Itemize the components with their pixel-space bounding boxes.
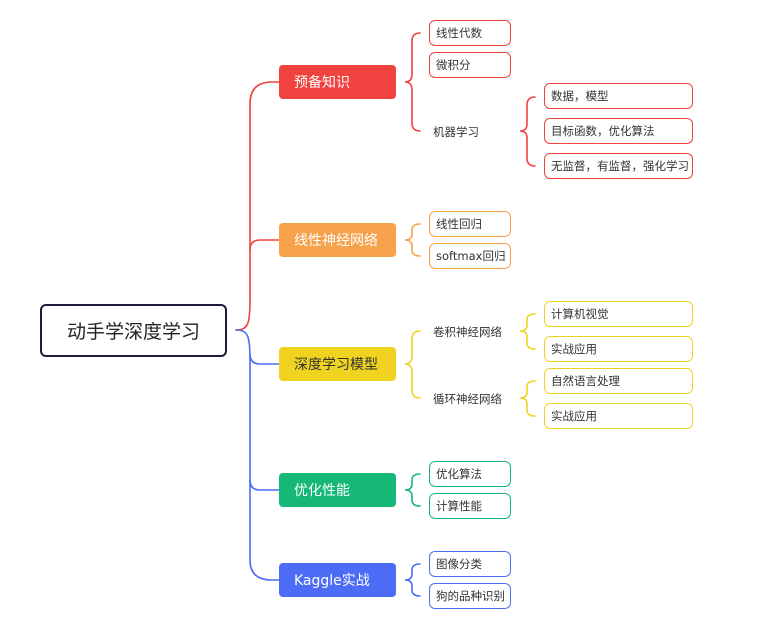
- connector-root-branch-4: [249, 353, 280, 365]
- leaf-nlp[interactable]: 自然语言处理: [544, 368, 693, 394]
- leaf-learning-types[interactable]: 无监督，有监督，强化学习: [544, 153, 693, 179]
- leaf-optimization-algorithms[interactable]: 优化算法: [429, 461, 511, 487]
- leaf-cnn-practice[interactable]: 实战应用: [544, 336, 693, 362]
- leaf-calculus[interactable]: 微积分: [429, 52, 511, 78]
- leaf-computer-vision[interactable]: 计算机视觉: [544, 301, 693, 327]
- leaf-dog-breed[interactable]: 狗的品种识别: [429, 583, 511, 609]
- leaf-computational-performance[interactable]: 计算性能: [429, 493, 511, 519]
- connector-root-branch-1: [235, 81, 280, 331]
- subtopic-machine-learning[interactable]: 机器学习: [433, 125, 479, 139]
- branch-node-kaggle[interactable]: Kaggle实战: [279, 563, 396, 597]
- leaf-linear-regression[interactable]: 线性回归: [429, 211, 511, 237]
- branch-node-linear-nn[interactable]: 线性神经网络: [279, 223, 396, 257]
- brace-cnn: [519, 313, 536, 350]
- brace-branch-4: [404, 473, 421, 507]
- leaf-data-model[interactable]: 数据，模型: [544, 83, 693, 109]
- connector-root-branch-2: [249, 239, 280, 251]
- connector-root-branch-5: [249, 479, 280, 491]
- leaf-image-classification[interactable]: 图像分类: [429, 551, 511, 577]
- subtopic-rnn[interactable]: 循环神经网络: [433, 392, 502, 406]
- leaf-rnn-practice[interactable]: 实战应用: [544, 403, 693, 429]
- leaf-softmax-regression[interactable]: softmax回归: [429, 243, 511, 269]
- branch-node-preparation[interactable]: 预备知识: [279, 65, 396, 99]
- root-node[interactable]: 动手学深度学习: [40, 304, 227, 357]
- brace-branch-3: [404, 330, 421, 399]
- leaf-objective-optimization[interactable]: 目标函数，优化算法: [544, 118, 693, 144]
- branch-node-performance[interactable]: 优化性能: [279, 473, 396, 507]
- brace-branch-2: [404, 223, 421, 257]
- brace-branch-1: [404, 32, 421, 132]
- branch-node-deep-models[interactable]: 深度学习模型: [279, 347, 396, 381]
- brace-branch-5: [404, 563, 421, 597]
- connector-root-branch-3: [235, 329, 280, 581]
- subtopic-cnn[interactable]: 卷积神经网络: [433, 325, 502, 339]
- brace-rnn: [519, 380, 536, 417]
- leaf-linear-algebra[interactable]: 线性代数: [429, 20, 511, 46]
- brace-ml: [519, 96, 536, 167]
